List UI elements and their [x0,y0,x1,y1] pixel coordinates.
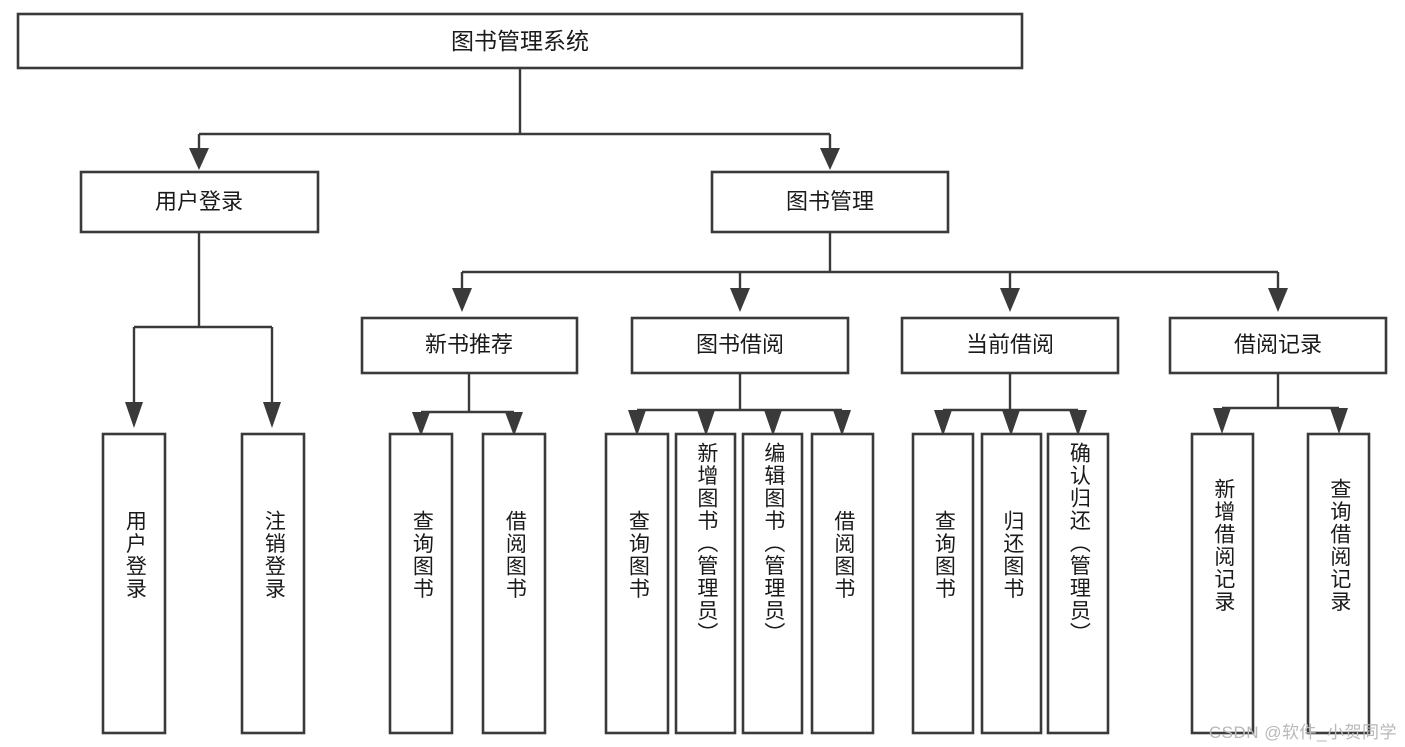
node-book-borrow-label: 图书借阅 [696,332,784,357]
arrow-head-cb-leaf-3 [1069,410,1087,436]
arrow-head-br-leaf-1 [1213,408,1231,434]
leaf-box-query-book-cb[interactable] [911,432,975,735]
arrow-head-new-book [452,288,472,312]
leaf-box-edit-book-bb[interactable] [741,432,804,735]
node-borrow-record-box[interactable] [1168,316,1388,375]
leaf-box-query-book-bb[interactable] [604,432,670,735]
arrow-head-bb-leaf-1 [628,410,646,436]
node-current-borrow-label: 当前借阅 [966,332,1054,357]
node-borrow-record-label: 借阅记录 [1234,332,1322,357]
node-user-login-label: 用户登录 [155,189,243,214]
csdn-watermark: CSDN @软件_小贺同学 [1208,723,1397,742]
arrow-head-book-manage [820,148,840,170]
node-book-borrow-box[interactable] [630,316,850,375]
arrow-head-current-borrow [1000,288,1020,312]
leaf-box-user-login[interactable] [101,432,167,735]
node-book-borrow[interactable]: 图书借阅 [630,316,850,375]
leaf-box-return-book-cb[interactable] [980,432,1043,735]
arrow-head-nb-leaf-1 [412,412,430,436]
node-book-manage[interactable]: 图书管理 [710,170,950,234]
arrow-head-leaf-logout [263,402,281,428]
arrow-head-bb-leaf-2 [697,410,715,436]
leaf-box-confirm-return-cb[interactable] [1046,432,1110,735]
node-root-box[interactable] [16,12,1024,70]
node-current-borrow[interactable]: 当前借阅 [900,316,1120,375]
node-new-book-recommend-box[interactable] [360,316,579,375]
leaf-box-borrow-book-bb[interactable] [810,432,875,735]
arrow-head-cb-leaf-2 [1002,410,1020,436]
arrow-head-cb-leaf-1 [934,410,952,436]
leaf-box-borrow-book-nb[interactable] [481,432,547,735]
arrow-head-book-borrow [730,288,750,312]
leaf-box-query-book-nb[interactable] [388,432,454,735]
node-book-manage-label: 图书管理 [786,189,874,214]
arrow-head-leaf-user-login [125,402,143,428]
leaf-box-add-record-br[interactable] [1190,432,1255,735]
node-borrow-record[interactable]: 借阅记录 [1168,316,1388,375]
node-root-label: 图书管理系统 [451,28,589,54]
arrow-head-bb-leaf-4 [833,410,851,436]
node-new-book-recommend[interactable]: 新书推荐 [360,316,579,375]
arrow-head-borrow-record [1268,288,1288,312]
arrow-head-br-leaf-2 [1330,408,1348,434]
node-new-book-recommend-label: 新书推荐 [425,332,513,357]
node-current-borrow-box[interactable] [900,316,1120,375]
arrow-head-nb-leaf-2 [505,412,523,436]
node-root[interactable]: 图书管理系统 [16,12,1024,70]
node-user-login[interactable]: 用户登录 [79,170,320,234]
arrow-head-user-login [189,148,209,170]
arrow-head-bb-leaf-3 [764,410,782,436]
leaf-box-add-book-bb[interactable] [674,432,737,735]
node-book-manage-box[interactable] [710,170,950,234]
leaf-box-logout[interactable] [240,432,306,735]
leaf-box-query-record-br[interactable] [1306,432,1371,735]
